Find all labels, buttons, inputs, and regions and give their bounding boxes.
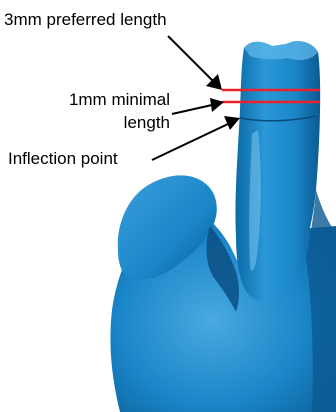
preferred-length-arrow [168, 36, 222, 90]
model-post-top [244, 41, 318, 60]
inflection-point-label: Inflection point [8, 149, 118, 169]
minimal-length-label-line1: 1mm minimal [69, 90, 170, 110]
minimal-length-label-line2: length [124, 113, 170, 133]
minimal-length-arrow [172, 98, 224, 114]
preferred-length-label: 3mm preferred length [4, 10, 167, 30]
